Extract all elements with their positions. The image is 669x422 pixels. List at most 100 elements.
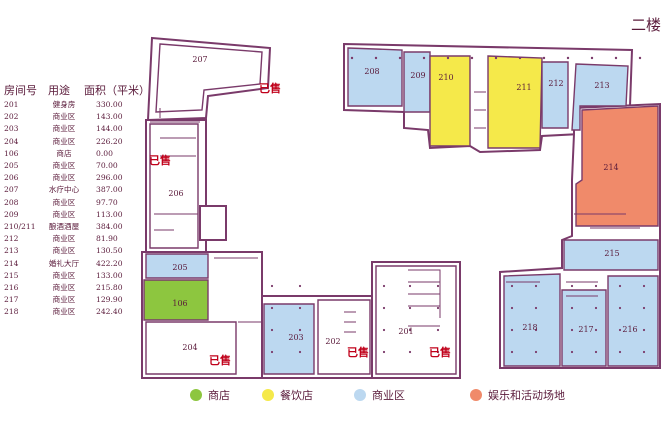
room-label-210: 210 [438,73,453,82]
room-number: 213 [4,246,19,256]
legend-item-shop: 商店 [190,386,230,404]
room-use: 商业区 [52,197,76,207]
table-row: 216 商业区 215.80 [4,283,132,293]
room-205[interactable] [145,253,209,279]
room-202[interactable] [317,299,371,375]
room-203[interactable] [263,303,315,375]
room-label-206: 206 [168,189,183,198]
room-label-212: 212 [548,79,563,88]
sold-mark-201: 已售 [429,345,451,359]
room-201[interactable] [375,265,457,375]
room-number: 106 [4,148,19,158]
room-213[interactable] [571,63,629,131]
room-use: 商店 [56,148,72,158]
room-area: 215.80 [96,283,123,292]
room-area: 70.00 [96,161,118,170]
room-211[interactable] [487,55,543,149]
room-214[interactable] [575,105,659,227]
room-106[interactable] [143,279,209,321]
room-number: 205 [4,161,19,170]
room-area: 81.90 [96,234,118,244]
legend: 商店 餐饮店 商业区 娱乐和活动场地 [0,386,669,404]
room-use: 酿酒酒屋 [48,222,80,231]
room-use: 商业区 [52,173,76,183]
header-area: 面积（平米） [84,84,150,97]
room-area: 387.00 [96,185,123,195]
room-label-209: 209 [410,71,425,80]
legend-label-entertainment: 娱乐和活动场地 [488,389,565,402]
room-210[interactable] [429,55,471,147]
room-use: 商业区 [52,124,76,134]
room-use: 水疗中心 [48,185,80,195]
room-209[interactable] [403,51,431,113]
room-use: 健身房 [52,100,76,109]
room-number: 216 [4,283,19,292]
table-row: 205 商业区 70.00 [4,161,132,171]
legend-label-shop: 商店 [208,389,230,402]
room-label-217: 217 [578,325,593,334]
table-row: 206 商业区 296.00 [4,173,132,183]
room-label-216: 216 [622,325,637,334]
legend-swatch-dining [262,389,274,401]
room-area: 0.00 [96,148,113,158]
room-use: 商业区 [52,209,76,219]
room-label-205: 205 [172,263,187,272]
sold-mark-202: 已售 [347,345,369,359]
room-212[interactable] [541,61,569,129]
room-number: 215 [4,270,19,280]
room-use: 商业区 [52,283,76,292]
room-label-207: 207 [192,55,207,64]
room-number: 201 [4,100,19,109]
room-number: 210/211 [4,222,36,231]
room-number: 206 [4,173,19,183]
room-206[interactable] [149,123,199,249]
room-204[interactable] [145,321,237,375]
room-218[interactable] [503,273,561,367]
room-number: 203 [4,124,19,134]
room-label-202: 202 [325,337,340,346]
room-area: 130.50 [96,246,123,256]
sold-mark-204: 已售 [209,353,231,367]
room-216[interactable] [607,275,659,367]
room-use: 商业区 [52,307,76,317]
room-label-213: 213 [594,81,609,90]
room-215[interactable] [563,239,659,271]
room-207[interactable] [155,43,263,113]
room-number: 212 [4,234,19,244]
header-room: 房间号 [4,84,37,97]
sold-mark-206: 已售 [149,153,171,167]
room-217[interactable] [561,289,607,367]
room-area: 384.00 [96,222,123,231]
floor-title: 二楼 [630,16,661,34]
room-area: 226.20 [96,136,123,146]
legend-item-entertainment: 娱乐和活动场地 [470,386,565,404]
room-208[interactable] [347,47,403,107]
room-label-201: 201 [398,327,413,336]
room-area: 143.00 [96,112,123,122]
room-label-215: 215 [604,249,619,258]
room-number: 208 [4,197,19,207]
room-number: 218 [4,307,19,317]
legend-swatch-commercial [354,389,366,401]
room-label-203: 203 [288,333,303,342]
room-use: 商业区 [52,270,76,280]
room-use: 商业区 [52,136,76,146]
room-use: 商业区 [52,161,76,170]
room-number: 214 [4,258,19,268]
room-label-204: 204 [182,343,197,352]
room-use: 婚礼大厅 [48,258,80,268]
room-area: 296.00 [96,173,123,183]
